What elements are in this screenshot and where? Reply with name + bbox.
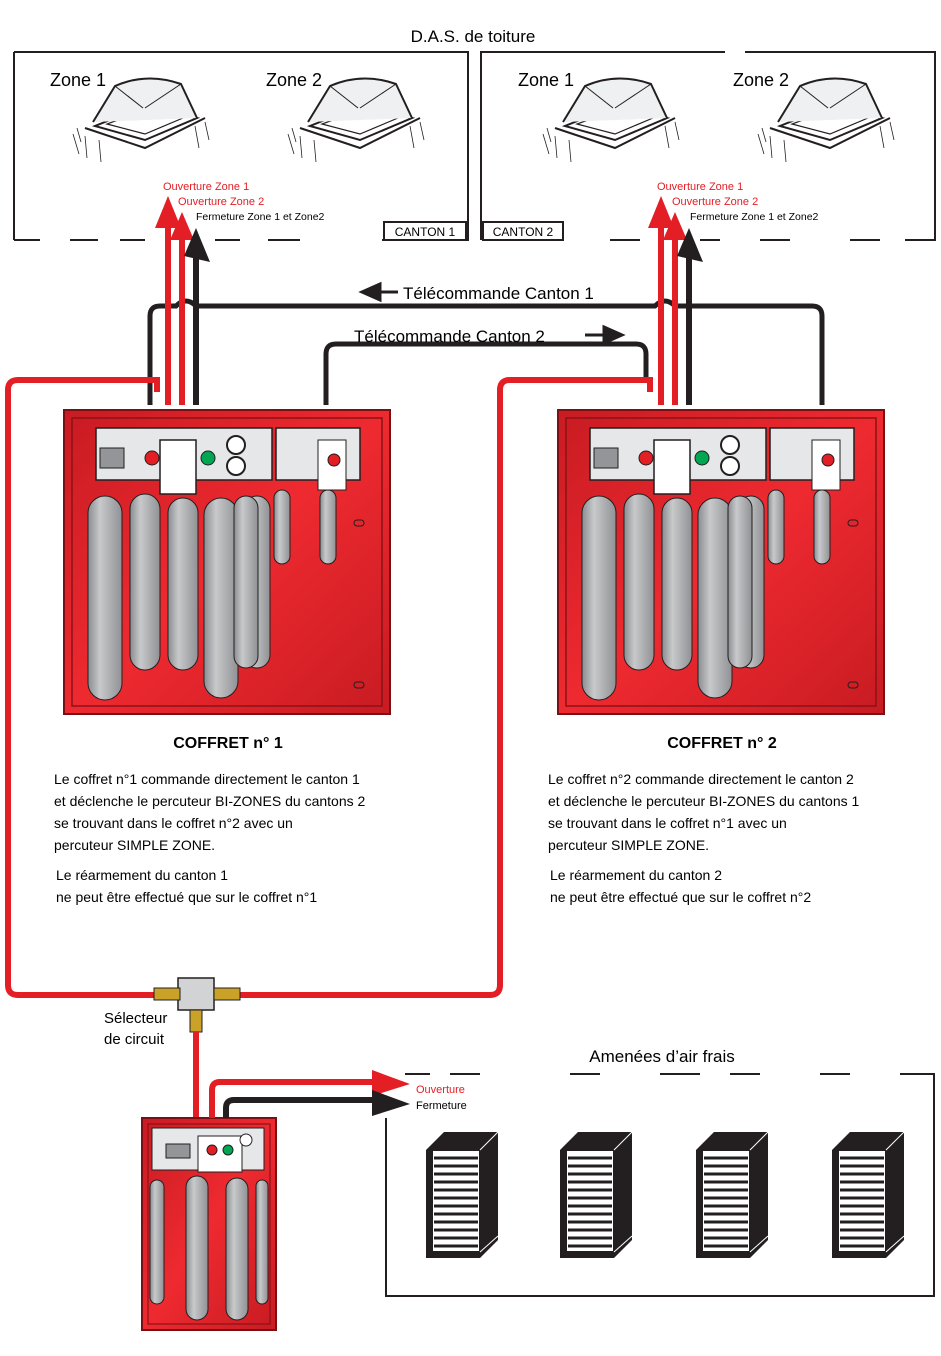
remote-canton2-line xyxy=(323,341,649,405)
c2-pipes xyxy=(648,196,703,405)
skylight-icon xyxy=(542,77,680,163)
air-open-arrow-icon xyxy=(372,1070,410,1096)
coffret1-reset-line: ne peut être effectué que sur le coffret… xyxy=(56,889,317,905)
circuit-selector xyxy=(153,977,241,1033)
coffret2-reset-line: Le réarmement du canton 2 xyxy=(550,867,722,883)
air-title: Amenées d’air frais xyxy=(589,1047,735,1066)
das-canton2-frame xyxy=(480,51,936,241)
coffret2-title: COFFRET n° 2 xyxy=(667,735,777,752)
air-intake-frame xyxy=(385,1073,935,1297)
c2-zone1-label: Zone 1 xyxy=(518,70,574,90)
coffret2-reset-line: ne peut être effectué que sur le coffret… xyxy=(550,889,811,905)
coffret1-title: COFFRET n° 1 xyxy=(173,735,283,752)
remote-canton2-label: Télécommande Canton 2 xyxy=(354,327,545,346)
c1-zone1-label: Zone 1 xyxy=(50,70,106,90)
coffret1-cabinet xyxy=(63,409,391,715)
air-close-pipe xyxy=(223,1097,380,1118)
coffret1-reset-line: Le réarmement du canton 1 xyxy=(56,867,228,883)
coffret2-desc-line: se trouvant dans le coffret n°1 avec un xyxy=(548,815,787,831)
left-arrow-icon xyxy=(358,281,398,303)
air-open-label: Ouverture xyxy=(416,1084,465,1096)
das-title: D.A.S. de toiture xyxy=(411,27,536,46)
c1-pipes xyxy=(155,196,210,405)
c1-open2-label: Ouverture Zone 2 xyxy=(178,196,264,208)
skylight-icon xyxy=(287,77,425,163)
air-close-label: Fermeture xyxy=(416,1100,467,1112)
coffret1-desc-line: percuteur SIMPLE ZONE. xyxy=(54,837,215,853)
c2-open1-label: Ouverture Zone 1 xyxy=(657,181,743,193)
coffret1-desc-line: Le coffret n°1 commande directement le c… xyxy=(54,771,360,787)
remote-canton1-line xyxy=(147,298,825,405)
coffret2-desc-line: Le coffret n°2 commande directement le c… xyxy=(548,771,854,787)
louver-grille-icon xyxy=(694,1130,770,1260)
coffret3-cabinet xyxy=(141,1117,277,1331)
louver-grille-icon xyxy=(558,1130,634,1260)
skylight-icon xyxy=(72,77,210,163)
louver-grille-icon xyxy=(830,1130,906,1260)
canton1-label-box xyxy=(383,221,467,241)
air-open-pipe xyxy=(209,1079,380,1118)
c2-close-label: Fermeture Zone 1 et Zone2 xyxy=(690,211,819,223)
canton2-label: CANTON 2 xyxy=(493,225,554,239)
skylight-icon xyxy=(757,77,895,163)
c2-open2-label: Ouverture Zone 2 xyxy=(672,196,758,208)
selector-line1: Sélecteur xyxy=(104,1010,167,1027)
remote-canton1-label: Télécommande Canton 1 xyxy=(403,284,594,303)
c1-open1-label: Ouverture Zone 1 xyxy=(163,181,249,193)
coffret1-desc-line: et déclenche le percuteur BI-ZONES du ca… xyxy=(54,793,365,809)
coffret2-cabinet xyxy=(557,409,885,715)
coffret1-desc-line: se trouvant dans le coffret n°2 avec un xyxy=(54,815,293,831)
coffret2-desc-line: percuteur SIMPLE ZONE. xyxy=(548,837,709,853)
louver-grille-icon xyxy=(424,1130,500,1260)
selector-line2: de circuit xyxy=(104,1031,165,1048)
canton1-label: CANTON 1 xyxy=(395,225,456,239)
c1-close-label: Fermeture Zone 1 et Zone2 xyxy=(196,211,325,223)
canton2-label-box xyxy=(482,221,564,241)
c1-zone2-label: Zone 2 xyxy=(266,70,322,90)
air-close-arrow-icon xyxy=(372,1090,410,1116)
red-supply-loop xyxy=(5,377,653,998)
coffret2-desc-line: et déclenche le percuteur BI-ZONES du ca… xyxy=(548,793,859,809)
c2-zone2-label: Zone 2 xyxy=(733,70,789,90)
right-arrow-icon xyxy=(585,324,626,346)
